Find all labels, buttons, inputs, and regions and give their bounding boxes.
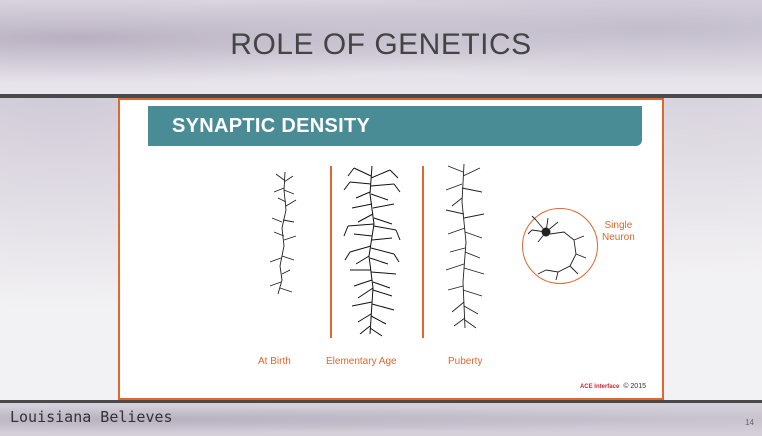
figure-frame: SYNAPTIC DENSITY (118, 98, 664, 400)
credit-logo: ACE Interface (580, 384, 619, 390)
dendrite-puberty-illustration (438, 162, 492, 332)
caption-at-birth: At Birth (258, 356, 291, 367)
credit-text: © 2015 (623, 383, 646, 390)
dendrite-elementary-age-illustration (342, 164, 402, 340)
page-number: 14 (745, 418, 754, 427)
neuron-label-line1: Single (602, 220, 635, 232)
slide-title: ROLE OF GENETICS (0, 28, 762, 62)
caption-puberty: Puberty (448, 356, 482, 367)
panel-divider-2 (422, 166, 424, 338)
footer-brand-text: Louisiana Believes (10, 408, 173, 426)
single-neuron-illustration (524, 210, 596, 282)
figure-banner-title: SYNAPTIC DENSITY (172, 115, 370, 138)
figure-credit: ACE Interface © 2015 (580, 383, 646, 390)
neuron-label-line2: Neuron (602, 232, 635, 244)
panel-divider-1 (330, 166, 332, 338)
neuron-label: Single Neuron (602, 220, 635, 244)
figure-banner: SYNAPTIC DENSITY (148, 106, 642, 146)
caption-elementary-age: Elementary Age (326, 356, 397, 367)
dendrite-at-birth-illustration (260, 170, 310, 300)
